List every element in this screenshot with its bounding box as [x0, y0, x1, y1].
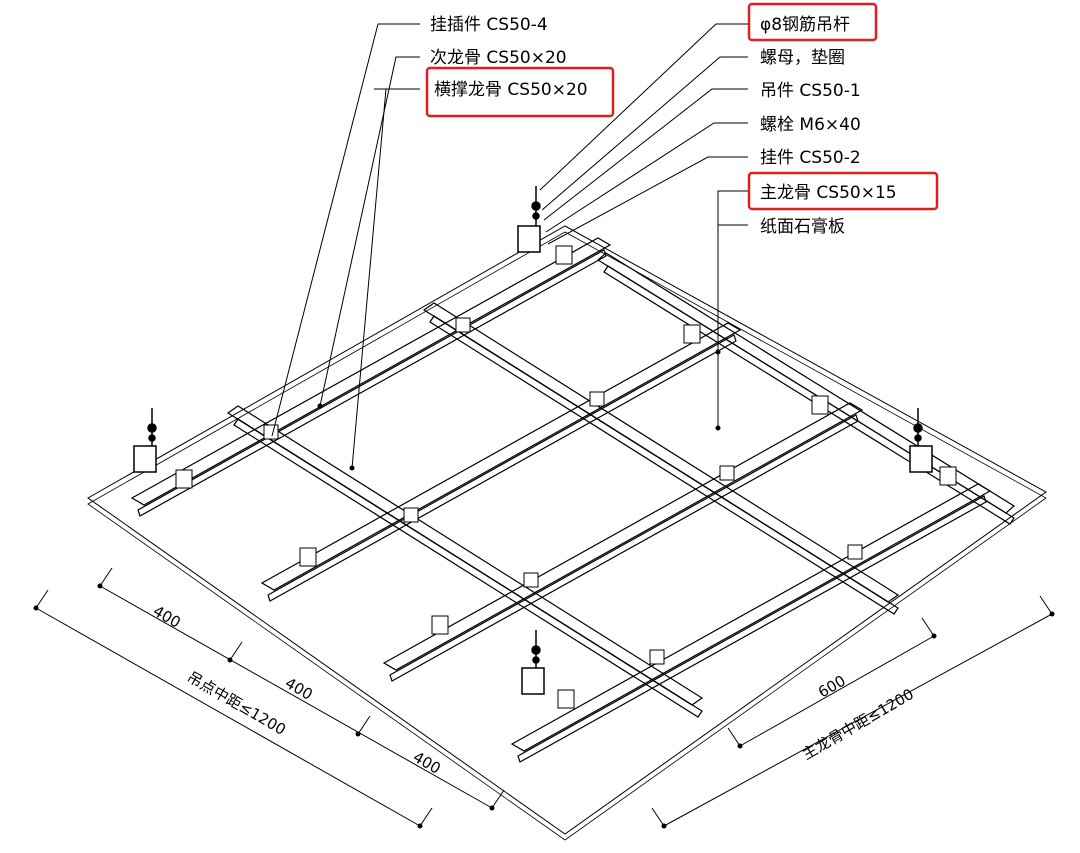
highlight-rebar-rod [747, 2, 878, 42]
hanger-left [133, 408, 157, 473]
label-nut-washer: 螺母，垫圈 [760, 48, 845, 68]
label-main-keel: 主龙骨 CS50×15 [760, 183, 897, 203]
leader-lines-left [271, 23, 420, 469]
dim-right-seg: 600 [815, 672, 849, 702]
dim-right-total: 主龙骨中距≤1200 [799, 685, 917, 763]
dim-left-seg-2: 400 [282, 674, 316, 704]
label-cross-brace-keel: 横撑龙骨 CS50×20 [434, 80, 588, 100]
hanger-right [909, 408, 933, 473]
leader-lines-right [539, 23, 748, 428]
label-secondary-keel: 次龙骨 CS50×20 [430, 48, 567, 68]
label-bolt: 螺栓 M6×40 [760, 115, 861, 135]
label-gypsum-board: 纸面石膏板 [760, 216, 845, 237]
hanger-top [517, 186, 541, 253]
label-hanger: 吊件 CS50-1 [760, 81, 861, 101]
dim-left-total: 吊点中距≤1200 [184, 668, 289, 739]
highlight-main-keel [747, 171, 939, 211]
secondary-keels [226, 252, 1016, 718]
dim-left-seg-1: 400 [150, 602, 184, 632]
label-hanging-piece: 挂件 CS50-2 [760, 148, 861, 168]
label-rebar-rod: φ8钢筋吊杆 [760, 15, 850, 35]
main-keels [130, 237, 992, 763]
connector-blocks [175, 245, 957, 709]
dimension-right [651, 595, 1053, 827]
hanger-assemblies [133, 186, 933, 695]
highlight-boxes [425, 2, 939, 211]
label-hanging-insert: 挂插件 CS50-4 [430, 15, 548, 35]
dimension-left [35, 567, 505, 827]
gypsum-board [87, 225, 1047, 841]
hanger-bottom [521, 630, 545, 695]
highlight-cross-brace-keel [425, 66, 615, 118]
dim-left-seg-3: 400 [410, 748, 444, 778]
